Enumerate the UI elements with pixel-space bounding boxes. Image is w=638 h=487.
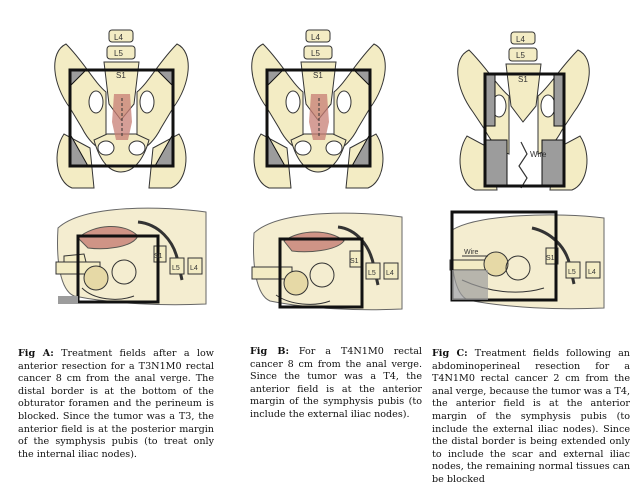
fig-b-sag-l4-label: L4 bbox=[386, 270, 394, 277]
fig-a-sag-l4-label: L4 bbox=[190, 265, 198, 272]
fig-a-sag-s1-label: S1 bbox=[154, 253, 163, 260]
fig-b-pelvis-ap: L4 L5 S1 bbox=[251, 29, 386, 189]
fig-a-l4-label: L4 bbox=[114, 33, 123, 42]
fig-a-pelvis-ap: L4 L5 S1 bbox=[54, 29, 189, 189]
fig-a-s1-label: S1 bbox=[116, 71, 126, 80]
fig-b-caption-body: For a T4N1M0 rectal cancer 8 cm from the… bbox=[250, 346, 422, 420]
fig-c-sag-l5-label: L5 bbox=[568, 269, 576, 276]
fig-c-pelvis-ap: L4 L5 S1 Wire bbox=[457, 31, 590, 191]
fig-a-pelvis-lateral: S1 L5 L4 bbox=[55, 207, 207, 306]
fig-b-l4-label: L4 bbox=[311, 33, 320, 42]
fig-a-l5-label: L5 bbox=[114, 49, 123, 58]
fig-a-caption-body: Treatment fields after a low anterior re… bbox=[18, 348, 214, 460]
fig-c-s1-label: S1 bbox=[518, 75, 528, 84]
fig-c-wire-label: Wire bbox=[530, 150, 547, 159]
fig-b-pelvis-lateral: S1 L5 L4 bbox=[251, 212, 403, 311]
fig-b-s1-label: S1 bbox=[313, 71, 323, 80]
fig-b-caption: Fig B: For a T4N1M0 rectal cancer 8 cm f… bbox=[250, 346, 422, 422]
fig-c-caption: Fig C: Treatment fields following an abd… bbox=[432, 348, 630, 487]
fig-a-sag-l5-label: L5 bbox=[172, 265, 180, 272]
fig-c-caption-head: Fig C: bbox=[432, 348, 468, 359]
fig-a-caption: Fig A: Treatment fields after a low ante… bbox=[18, 348, 214, 461]
fig-b-caption-head: Fig B: bbox=[250, 346, 289, 357]
fig-b-sag-s1-label: S1 bbox=[350, 258, 359, 265]
fig-b-sag-l5-label: L5 bbox=[368, 270, 376, 277]
fig-c-sag-l4-label: L4 bbox=[588, 269, 596, 276]
fig-c-pelvis-lateral: Wire S1 L5 L4 bbox=[449, 210, 605, 310]
fig-c-l5-label: L5 bbox=[516, 51, 525, 60]
fig-b-l5-label: L5 bbox=[311, 49, 320, 58]
fig-c-caption-body: Treatment fields following an abdominope… bbox=[432, 348, 630, 485]
fig-a-caption-head: Fig A: bbox=[18, 348, 54, 359]
fig-c-sag-s1-label: S1 bbox=[546, 255, 555, 262]
fig-c-sag-wire-label: Wire bbox=[464, 249, 478, 256]
fig-c-l4-label: L4 bbox=[516, 35, 525, 44]
